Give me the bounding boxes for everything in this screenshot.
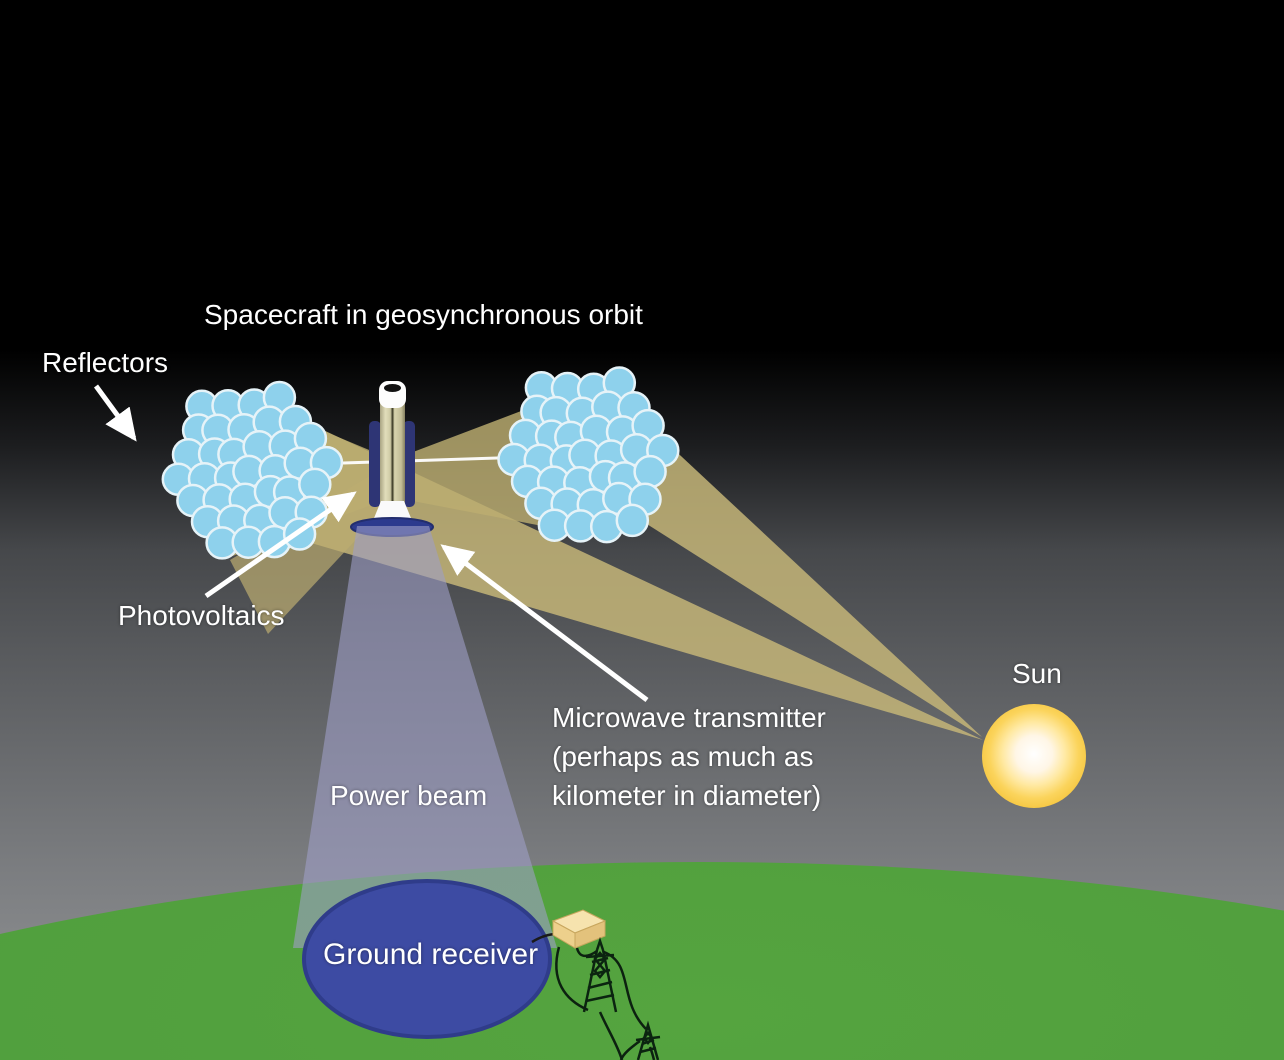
reflector-array-right — [497, 366, 680, 544]
power-cables — [555, 946, 656, 1060]
microwave-label-line2: (perhaps as much as — [552, 741, 814, 772]
ground-receiver-label: Ground receiver — [323, 938, 539, 971]
reflectors-arrow — [93, 384, 137, 442]
diagram-title: Spacecraft in geosynchronous orbit — [204, 299, 643, 330]
sunbeam-to-right-reflector — [606, 386, 982, 737]
annotation-arrows — [93, 384, 649, 702]
ground-receiver-ellipse — [302, 879, 552, 1039]
solar-panel-left — [369, 421, 381, 507]
reflector-array-left — [161, 380, 344, 560]
photovoltaic-mast — [380, 399, 405, 505]
reflector-mirror — [633, 454, 667, 489]
mast-top-opening — [384, 384, 401, 392]
power-beam-cone — [293, 526, 557, 948]
transmission-tower-1 — [582, 937, 618, 1013]
power-grid-connection — [531, 909, 661, 1060]
reflector-mirror — [298, 467, 332, 502]
earth-ground — [0, 862, 1284, 1060]
microwave-arrow — [440, 544, 649, 702]
photovoltaics-arrow — [204, 491, 357, 599]
sun-disc — [982, 704, 1086, 808]
reflectors-label: Reflectors — [42, 347, 169, 378]
transformer-box — [551, 909, 607, 949]
microwave-label-line3: kilometer in diameter) — [552, 780, 822, 811]
reflector-mirror — [615, 503, 650, 538]
microwave-label-line1: Microwave transmitter — [552, 702, 826, 733]
transmission-tower-2 — [635, 1020, 661, 1060]
photovoltaics-label: Photovoltaics — [118, 600, 285, 631]
solar-panel-right — [403, 421, 415, 507]
sun-label: Sun — [1012, 658, 1062, 689]
microwave-transmitter-label: Microwave transmitter (perhaps as much a… — [552, 698, 826, 815]
power-beam-label: Power beam — [330, 780, 488, 811]
